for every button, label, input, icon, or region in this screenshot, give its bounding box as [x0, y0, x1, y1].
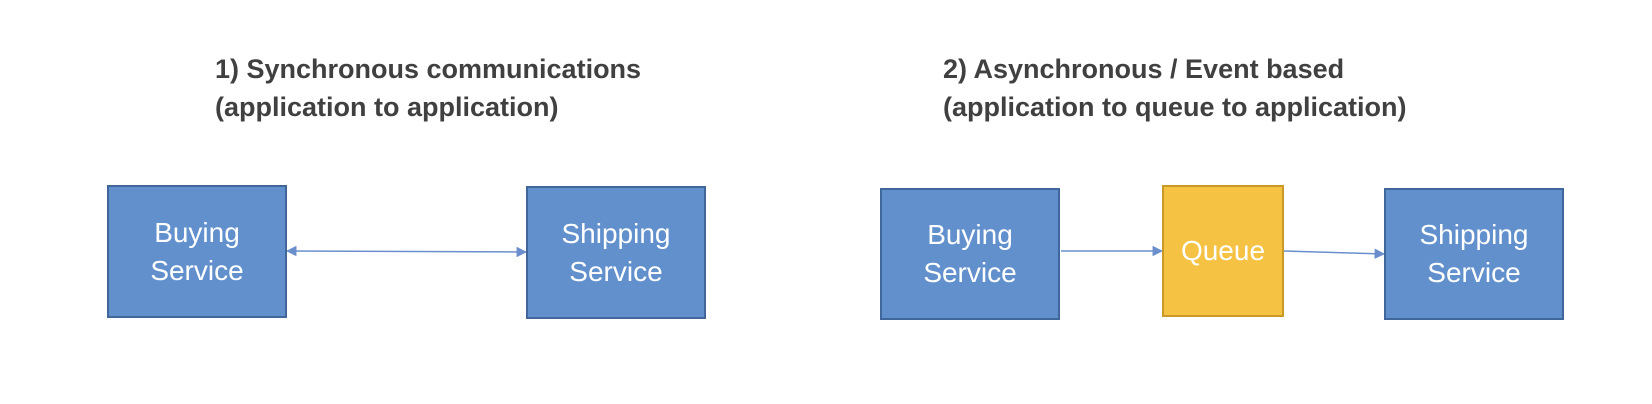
sync-title-line1: 1) Synchronous communications: [215, 54, 642, 84]
sync-section-title: 1) Synchronous communications (applicati…: [215, 50, 641, 126]
async-title-line1: 2) Asynchronous / Event based: [943, 54, 1345, 84]
async-buying-service-label: Buying Service: [923, 219, 1017, 288]
sync-buying-service-box: Buying Service: [107, 185, 287, 318]
sync-buying-service-label: Buying Service: [150, 216, 244, 286]
queue-box: Queue: [1162, 185, 1284, 317]
sync-title-line2: (application to application): [215, 92, 559, 122]
async-title-line2: (application to queue to application): [943, 92, 1407, 122]
async-shipping-service-box: Shipping Service: [1384, 188, 1564, 320]
async-section-title: 2) Asynchronous / Event based (applicati…: [943, 50, 1407, 126]
queue-label: Queue: [1180, 235, 1266, 266]
sync-shipping-service-label: Shipping Service: [561, 217, 671, 287]
async-shipping-service-label: Shipping Service: [1419, 219, 1529, 288]
sync-shipping-service-box: Shipping Service: [526, 186, 706, 319]
async-buying-service-box: Buying Service: [880, 188, 1060, 320]
sync-bidirectional-arrow: [285, 245, 528, 258]
queue-to-shipping-arrow: [1283, 248, 1386, 259]
